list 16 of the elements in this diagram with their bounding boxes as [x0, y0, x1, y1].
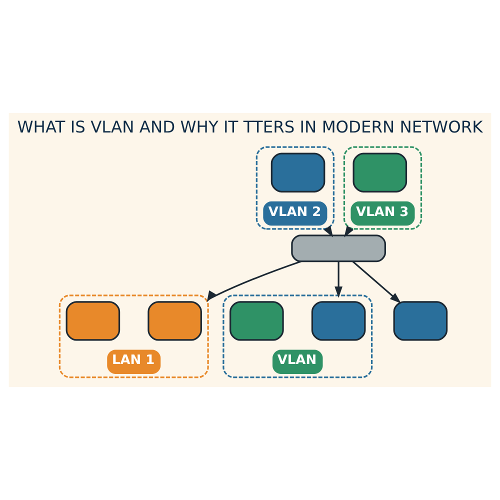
node-box	[291, 234, 386, 262]
node-box	[393, 301, 448, 341]
cluster: LAN 1	[58, 294, 209, 378]
node-box	[148, 301, 202, 341]
node-box	[311, 301, 366, 341]
node-box	[352, 152, 408, 192]
node-box	[230, 301, 284, 341]
diagram-title: WHAT IS VLAN AND WHY IT TTERS IN MODERN NETWORK	[17, 117, 483, 136]
arrow	[352, 260, 402, 304]
arrow	[334, 262, 343, 298]
node-box	[270, 152, 326, 192]
cluster: VLAN	[222, 294, 373, 378]
cluster: VLAN 3	[343, 146, 422, 230]
cluster: VLAN 2	[256, 146, 334, 230]
arrow	[206, 260, 302, 302]
node-box	[66, 301, 120, 341]
